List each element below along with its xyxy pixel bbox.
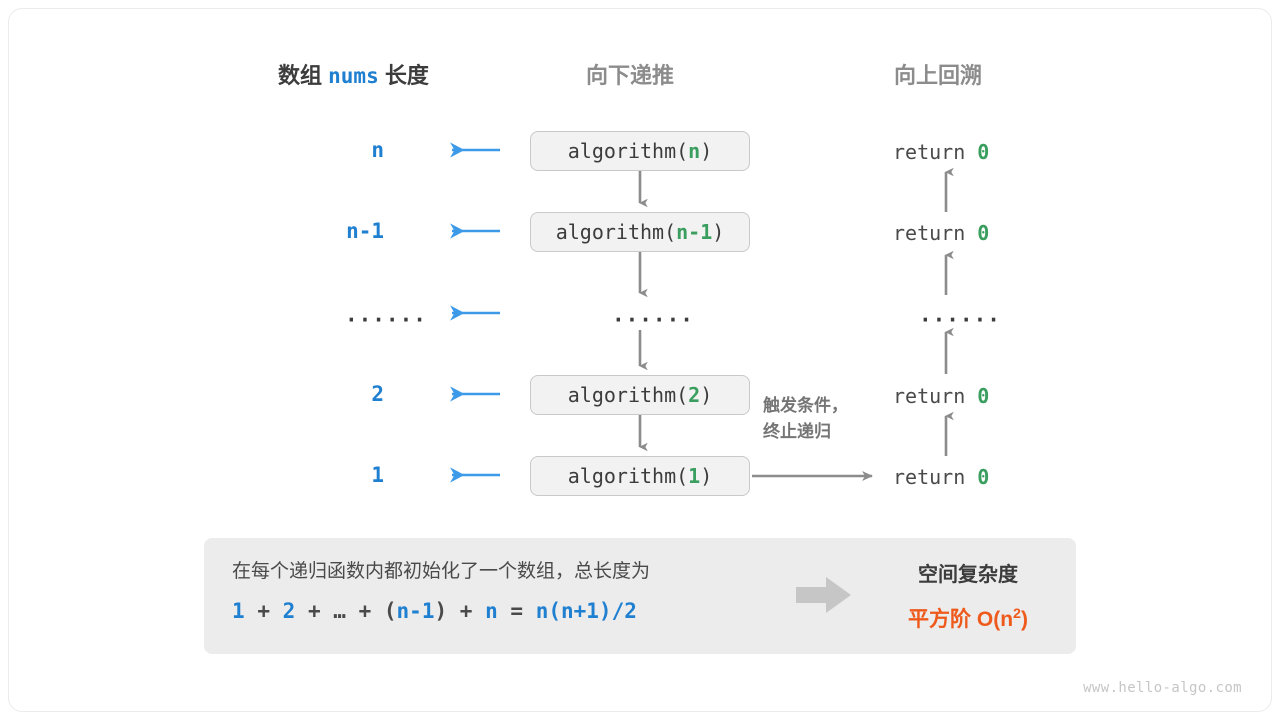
return-label-row-4: return 0 (893, 465, 989, 489)
call-box-prefix-0: algorithm( (567, 139, 689, 163)
complexity-value: 平方阶 O(n2) (880, 603, 1056, 633)
call-box-arg-1: n-1 (676, 220, 713, 244)
summary-description: 在每个递归函数内都初始化了一个数组，总长度为 (232, 561, 651, 582)
summary-panel: 在每个递归函数内都初始化了一个数组，总长度为 1 + 2 + … + (n-1)… (204, 538, 1076, 654)
trigger-note-line1: 触发条件， (763, 396, 848, 415)
call-box-arg-0: n (688, 139, 701, 163)
trigger-condition-note: 触发条件， 终止递归 (763, 393, 848, 446)
formula-op-4: + (459, 599, 473, 623)
return-value-0: 0 (977, 140, 990, 164)
size-label-row-2-dots: ······ (345, 308, 427, 332)
return-keyword-3: return (893, 384, 966, 408)
call-box-suffix-0: ) (700, 139, 713, 163)
return-value-1: 0 (977, 221, 990, 245)
size-label-row-1: n-1 (346, 219, 384, 243)
size-label-row-0: n (371, 138, 384, 162)
return-keyword-4: return (893, 465, 966, 489)
formula-op-1: + (257, 599, 270, 623)
header-array-prefix: 数组 (278, 63, 323, 88)
formula-ellipsis: … (333, 599, 346, 623)
return-label-row-3: return 0 (893, 384, 989, 408)
complexity-title: 空间复杂度 (918, 564, 1018, 586)
return-label-row-2-dots: ······ (919, 308, 1001, 332)
summary-formula: 1 + 2 + … + (n-1) + n = n(n+1)/2 (232, 599, 792, 623)
call-box-prefix-1: algorithm( (555, 220, 677, 244)
formula-term-2: 2 (282, 599, 296, 623)
return-label-row-1: return 0 (893, 221, 989, 245)
call-box-prefix-4: algorithm( (567, 464, 689, 488)
formula-term-1: 1 (232, 599, 245, 623)
complexity-block: 空间复杂度 平方阶 O(n2) (880, 558, 1056, 633)
formula-equals: = (510, 599, 524, 623)
header-recurse-down: 向下递推 (586, 63, 675, 88)
formula-op-3: + (358, 599, 372, 623)
complexity-big-o: O(n2) (976, 606, 1028, 631)
formula-term-3: n-1 (396, 599, 435, 623)
summary-text-block: 在每个递归函数内都初始化了一个数组，总长度为 1 + 2 + … + (n-1)… (232, 556, 792, 623)
formula-lparen: ( (383, 599, 397, 623)
big-o-exponent: 2 (1013, 606, 1021, 622)
call-box-arg-3: 2 (688, 383, 701, 407)
big-o-suffix: ) (1020, 608, 1028, 631)
call-box-suffix-3: ) (700, 383, 713, 407)
call-box-row-0: algorithm(n) (530, 131, 750, 171)
call-box-row-2-dots: ······ (612, 308, 694, 332)
return-value-3: 0 (977, 384, 990, 408)
formula-op-2: + (307, 599, 321, 623)
formula-rparen: ) (434, 599, 448, 623)
header-backtrack-up: 向上回溯 (894, 63, 983, 88)
return-label-row-0: return 0 (893, 140, 989, 164)
header-array-suffix: 长度 (384, 63, 429, 88)
trigger-note-line2: 终止递归 (763, 422, 831, 442)
header-array-nums: nums (328, 64, 379, 88)
call-box-suffix-4: ) (700, 464, 713, 488)
implies-arrow-icon (796, 577, 851, 613)
call-box-prefix-3: algorithm( (567, 383, 689, 407)
blue-size-arrows (450, 142, 500, 483)
size-label-row-3: 2 (371, 382, 384, 406)
call-box-arg-4: 1 (688, 464, 701, 488)
call-box-row-1: algorithm(n-1) (530, 212, 750, 252)
return-keyword-1: return (893, 221, 966, 245)
formula-result: n(n+1)/2 (535, 599, 637, 623)
watermark: www.hello-algo.com (1083, 680, 1242, 696)
call-box-row-3: algorithm(2) (530, 375, 750, 415)
call-box-row-4: algorithm(1) (530, 456, 750, 496)
formula-term-4: n (485, 599, 498, 623)
return-value-4: 0 (977, 465, 990, 489)
header-array-length: 数组 nums 长度 (278, 58, 429, 90)
complexity-order-label: 平方阶 (908, 608, 972, 631)
size-label-row-4: 1 (371, 463, 384, 487)
call-box-suffix-1: ) (712, 220, 725, 244)
return-keyword-0: return (893, 140, 966, 164)
big-o-prefix: O(n (976, 608, 1014, 631)
